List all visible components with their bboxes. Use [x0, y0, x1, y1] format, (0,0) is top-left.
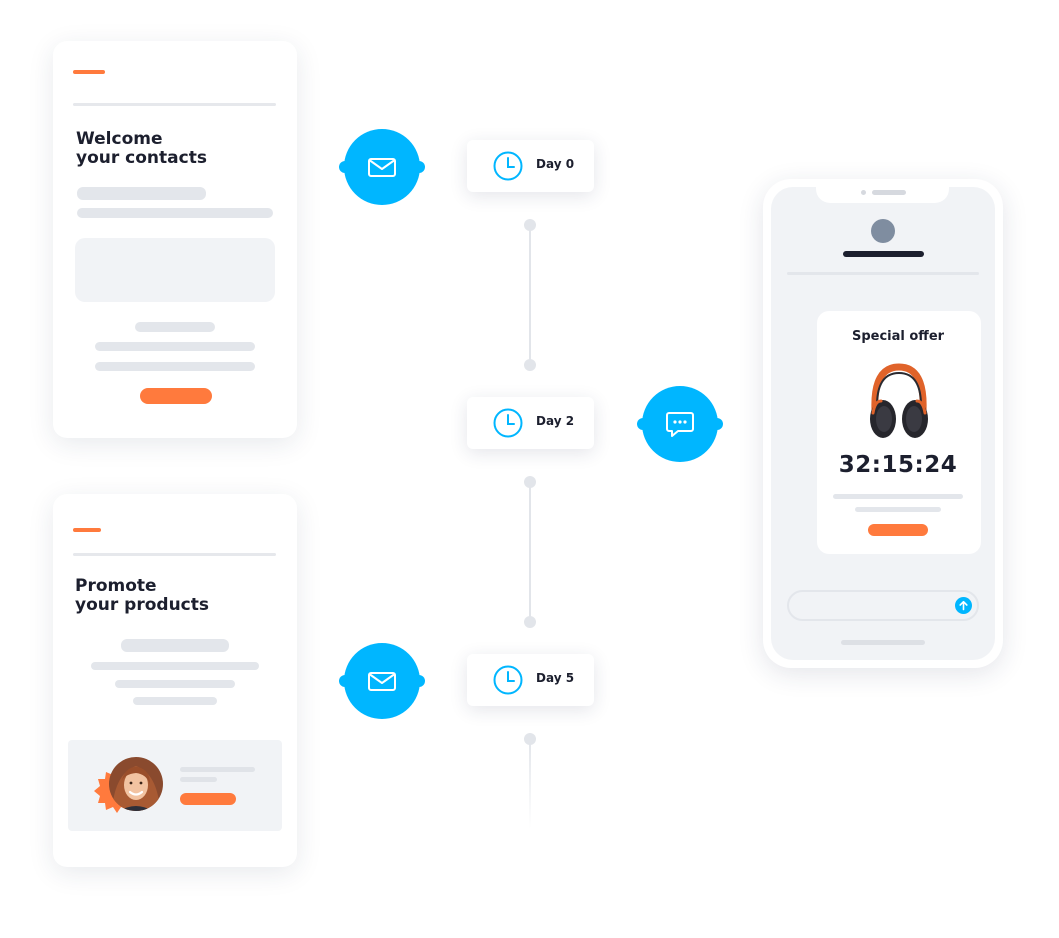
delay-step-label: Day 2: [536, 414, 575, 428]
card-accent-bar: [73, 528, 101, 532]
timeline-connector: [529, 225, 531, 365]
placeholder-line: [77, 187, 206, 200]
placeholder-line: [135, 322, 215, 332]
timeline-connector: [529, 482, 531, 622]
offer-message-card[interactable]: Special offer 32:15:24: [817, 311, 981, 554]
send-arrow-icon[interactable]: [955, 597, 972, 614]
placeholder-line: [180, 767, 255, 772]
delay-step-label: Day 5: [536, 671, 575, 685]
message-input[interactable]: [787, 590, 979, 621]
clock-icon: [493, 408, 523, 438]
placeholder-line: [77, 208, 273, 218]
offer-title: Special offer: [851, 329, 945, 344]
placeholder-line: [133, 697, 217, 705]
placeholder-line: [115, 680, 235, 688]
promote-card-title: Promote your products: [75, 576, 209, 615]
header-divider: [787, 272, 979, 275]
camera-dot: [861, 190, 866, 195]
email-channel-node[interactable]: [339, 129, 425, 205]
chat-icon: [666, 412, 694, 437]
welcome-card-title: Welcome your contacts: [76, 129, 207, 168]
promote-email-card: Promote your products: [53, 494, 297, 867]
home-indicator: [841, 640, 925, 645]
welcome-email-card: Welcome your contacts: [53, 41, 297, 438]
delay-step-day-0[interactable]: Day 0: [467, 140, 594, 192]
card-divider: [73, 553, 276, 556]
email-icon: [368, 672, 396, 691]
phone-screen: Special offer 32:15:24: [771, 187, 995, 660]
phone-notch: [816, 187, 949, 203]
delay-step-label: Day 0: [536, 157, 575, 171]
product-promo-block: [68, 740, 282, 831]
timeline-dot: [524, 616, 536, 628]
timeline-dot: [524, 359, 536, 371]
card-accent-bar: [73, 70, 105, 74]
placeholder-image-block: [75, 238, 275, 302]
phone-mockup: Special offer 32:15:24: [763, 179, 1003, 668]
placeholder-line: [95, 362, 255, 371]
card-divider: [73, 103, 276, 106]
contact-avatar: [871, 219, 895, 243]
placeholder-line: [91, 662, 259, 670]
timeline-dot: [524, 219, 536, 231]
timeline-connector-fade: [529, 739, 531, 829]
placeholder-line: [180, 777, 217, 782]
delay-step-day-2[interactable]: Day 2: [467, 397, 594, 449]
countdown-timer: 32:15:24: [838, 452, 958, 478]
welcome-cta-button[interactable]: [140, 388, 212, 404]
avatar: [109, 757, 163, 811]
placeholder-line: [855, 507, 941, 512]
clock-icon: [493, 151, 523, 181]
delay-step-day-5[interactable]: Day 5: [467, 654, 594, 706]
email-channel-node[interactable]: [339, 643, 425, 719]
contact-name-bar: [843, 251, 924, 257]
placeholder-line: [95, 342, 255, 351]
clock-icon: [493, 665, 523, 695]
offer-cta-button[interactable]: [868, 524, 928, 536]
chat-channel-node[interactable]: [637, 386, 723, 462]
timeline-dot: [524, 733, 536, 745]
speaker-slot: [872, 190, 906, 195]
placeholder-line: [833, 494, 963, 499]
headphones-icon: [870, 363, 928, 438]
placeholder-line: [121, 639, 229, 652]
promo-cta-button[interactable]: [180, 793, 236, 805]
timeline-dot: [524, 476, 536, 488]
email-icon: [368, 158, 396, 177]
